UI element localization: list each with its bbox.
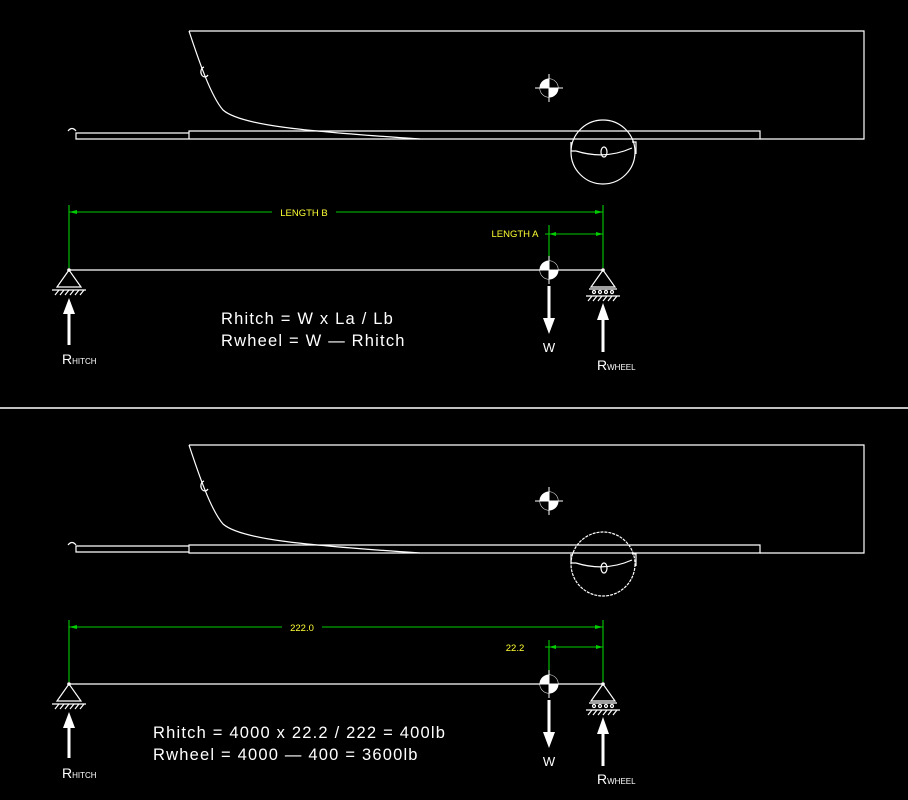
- wheel-support-icon: [586, 682, 620, 716]
- weight-label: W: [543, 754, 556, 769]
- wheel-reaction-label: RWHEEL: [597, 771, 636, 787]
- bottom-dimension-b: 222.0: [68, 620, 604, 682]
- leaf-spring: [570, 553, 637, 568]
- trailer-tongue: [75, 544, 761, 554]
- hitch-reaction-arrow: [63, 298, 75, 345]
- wheel-reaction-label: RWHEEL: [597, 357, 636, 373]
- trailer-tongue: [75, 130, 761, 140]
- trailer-wheel: [570, 119, 636, 185]
- dimension-a-label: LENGTH A: [492, 229, 540, 240]
- hitch-calculation: Rhitch = 4000 x 22.2 / 222 = 400lb: [153, 724, 446, 742]
- bottom-diagram: 222.0 22.2: [52, 444, 865, 787]
- boat-hull: [188, 30, 865, 140]
- boat-center-of-gravity-icon: [535, 487, 563, 515]
- hitch-reaction-label: RHITCH: [62, 351, 97, 367]
- top-dimension-a: LENGTH A: [492, 225, 603, 262]
- wheel-calculation: Rwheel = 4000 — 400 = 3600lb: [153, 746, 419, 764]
- dimension-b-value: 222.0: [290, 623, 314, 634]
- beam-center-of-gravity-icon: [535, 256, 563, 284]
- hitch-support-icon: [52, 268, 86, 296]
- boat-center-of-gravity-icon: [535, 74, 563, 102]
- dimension-b-label: LENGTH B: [280, 208, 328, 219]
- hitch-reaction-label: RHITCH: [62, 765, 97, 781]
- wheel-reaction-arrow: [597, 303, 609, 352]
- hitch-formula: Rhitch = W x La / Lb: [221, 310, 394, 328]
- top-boat-sketch: [67, 30, 865, 185]
- wheel-support-icon: [586, 268, 620, 302]
- weight-label: W: [543, 340, 556, 355]
- bottom-dimension-a: 22.2: [506, 640, 603, 676]
- leaf-spring: [570, 141, 637, 156]
- weight-arrow: [543, 700, 555, 748]
- trailer-hitch-hook: [67, 127, 77, 132]
- top-beam-model: RHITCH W RWHEEL Rhitch = W x La / Lb Rwh…: [52, 256, 636, 373]
- trailer-wheel: [570, 531, 636, 597]
- dimension-a-value: 22.2: [506, 643, 525, 654]
- wheel-reaction-arrow: [597, 717, 609, 766]
- boat-hull: [188, 444, 865, 554]
- hull-spray-rail: [200, 66, 209, 78]
- hitch-reaction-arrow: [63, 712, 75, 758]
- hull-spray-rail: [200, 480, 209, 492]
- top-diagram: LENGTH B LENGTH A: [52, 30, 865, 373]
- bottom-boat-sketch: [67, 444, 865, 597]
- hitch-support-icon: [52, 682, 86, 710]
- wheel-formula: Rwheel = W — Rhitch: [221, 332, 406, 350]
- weight-arrow: [543, 286, 555, 334]
- axle: [600, 146, 608, 158]
- trailer-hitch-hook: [67, 541, 77, 546]
- top-dimension-b: LENGTH B: [68, 205, 604, 268]
- bottom-beam-model: RHITCH W RWHEEL Rhitch = 4000 x 22.2 / 2…: [52, 670, 636, 787]
- axle: [600, 562, 608, 574]
- beam-center-of-gravity-icon: [535, 670, 563, 698]
